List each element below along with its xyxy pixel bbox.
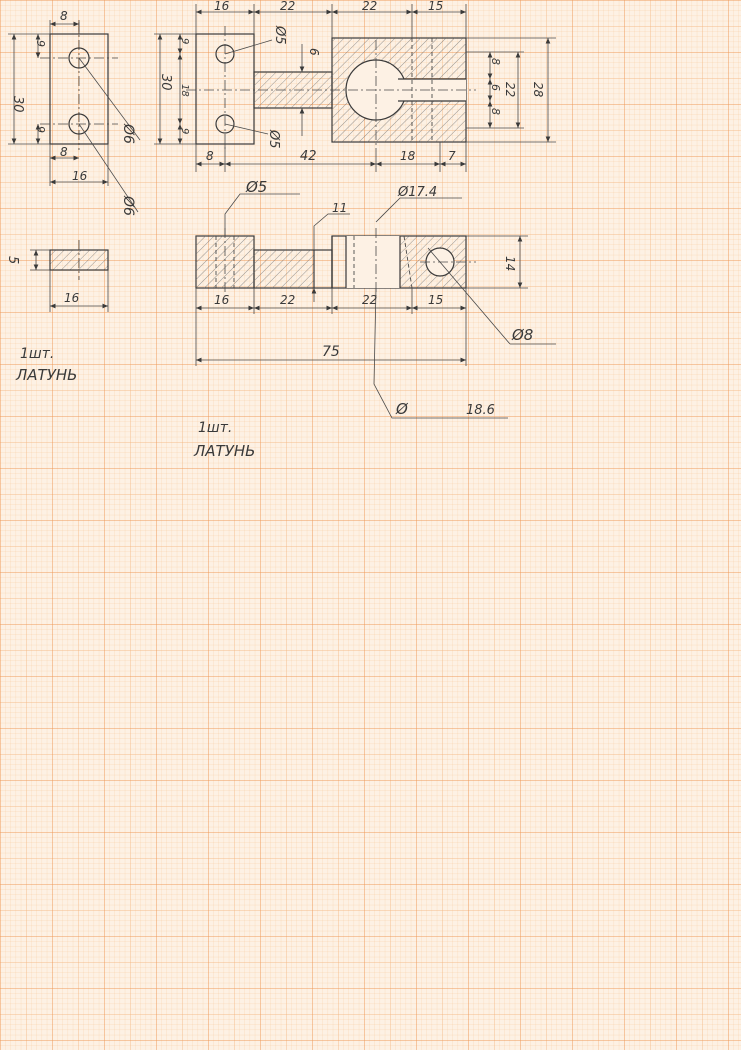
small-part-drawing: 8 30 9 9 8 16 Ø6 Ø6 5 16 1шт. ЛАТУНЬ bbox=[5, 9, 141, 384]
main-front-height: 14 bbox=[503, 256, 517, 271]
main-front-outer-bore-value: 18.6 bbox=[466, 403, 495, 418]
main-quantity: 1шт. bbox=[198, 420, 232, 436]
main-material: ЛАТУНЬ bbox=[193, 442, 255, 460]
small-dim-width: 16 bbox=[72, 169, 88, 183]
main-bottom-left-span: 42 bbox=[300, 149, 317, 164]
main-hole-bottom: Ø5 bbox=[266, 129, 281, 149]
small-quantity: 1шт. bbox=[20, 346, 54, 362]
main-front-pin-hole: Ø8 bbox=[511, 326, 533, 344]
main-front-seg-4: 15 bbox=[428, 293, 443, 307]
main-left-edge-b: 9 bbox=[179, 128, 190, 134]
main-front-seg-2: 22 bbox=[280, 293, 295, 307]
main-top-dim-1: 16 bbox=[214, 0, 230, 13]
main-front-seg-3: 22 bbox=[362, 293, 377, 307]
main-right-lower: 8 bbox=[489, 108, 502, 115]
main-hole-top: Ø5 bbox=[272, 25, 287, 45]
small-section-length: 16 bbox=[64, 291, 80, 305]
main-right-middle: 6 bbox=[489, 84, 502, 91]
main-top-dim-4: 15 bbox=[428, 0, 443, 13]
small-hole-a: Ø6 bbox=[120, 123, 136, 144]
main-front-outer-bore-symbol: Ø bbox=[395, 400, 409, 418]
small-dim-top: 8 bbox=[60, 9, 68, 23]
main-right-inner: 22 bbox=[503, 82, 517, 97]
main-right-total: 28 bbox=[531, 82, 545, 98]
main-bottom-tail: 7 bbox=[448, 149, 456, 163]
small-dim-upper: 9 bbox=[34, 40, 47, 47]
small-section-thickness: 5 bbox=[5, 256, 20, 264]
main-left-edge-a: 9 bbox=[179, 38, 190, 44]
main-front-step: 11 bbox=[332, 201, 347, 215]
main-left-span: 18 bbox=[179, 84, 190, 97]
main-front-seg-1: 16 bbox=[214, 293, 230, 307]
main-front-hole-small: Ø5 bbox=[245, 178, 267, 196]
small-hole-b: Ø6 bbox=[120, 195, 136, 216]
small-dim-height: 30 bbox=[10, 96, 25, 113]
small-dim-bottom-offset: 8 bbox=[60, 145, 68, 159]
main-top-dim-2: 22 bbox=[280, 0, 295, 13]
main-part-drawing: 16 22 22 15 9 30 18 9 Ø5 Ø5 6 8 6 8 22 2… bbox=[154, 0, 556, 460]
main-left-height: 30 bbox=[158, 74, 173, 91]
main-slot-width: 6 bbox=[307, 48, 321, 56]
small-dim-lower: 9 bbox=[34, 126, 47, 133]
main-front-big-bore: Ø17.4 bbox=[397, 185, 437, 200]
main-top-dim-3: 22 bbox=[362, 0, 377, 13]
main-bottom-right-span: 18 bbox=[400, 149, 416, 163]
main-front-total: 75 bbox=[322, 344, 340, 360]
main-bottom-offset: 8 bbox=[206, 149, 214, 163]
main-right-upper: 8 bbox=[489, 58, 502, 65]
small-material: ЛАТУНЬ bbox=[15, 366, 77, 384]
